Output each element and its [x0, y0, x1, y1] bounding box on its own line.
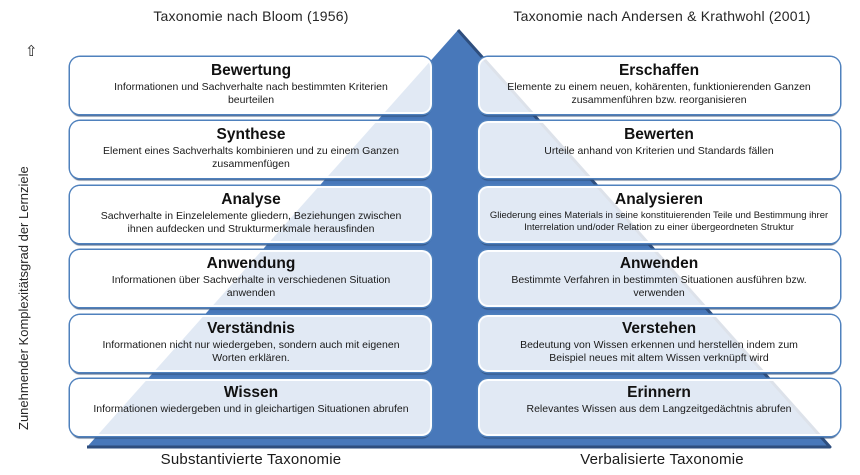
andersen-krathwohl-column: Erschaffen Elemente zu einem neuen, kohä…	[478, 0, 840, 475]
footer-verbalisierte-taxonomie: Verbalisierte Taxonomie	[580, 451, 744, 468]
bloom-column: Bewertung Informationen und Sachverhalte…	[70, 0, 432, 475]
level-box-bloom-anwendung: Anwendung Informationen über Sachverhalt…	[70, 250, 432, 307]
level-description: Gliederung eines Materials in seine kons…	[489, 210, 829, 233]
level-title: Verständnis	[207, 320, 295, 337]
level-box-ak-analysieren: Analysieren Gliederung eines Materials i…	[478, 186, 840, 243]
level-description: Urteile anhand von Kriterien und Standar…	[544, 145, 774, 158]
level-title: Verstehen	[621, 320, 697, 337]
level-box-bloom-analyse: Analyse Sachverhalte in Einzelelemente g…	[70, 186, 432, 243]
level-title: Analysieren	[615, 191, 703, 208]
up-arrow-icon: ⇧	[25, 43, 38, 60]
column-header-andersen-krathwohl: Taxonomie nach Andersen & Krathwohl (200…	[513, 8, 811, 24]
level-title: Bewertung	[210, 62, 292, 79]
level-description: Elemente zu einem neuen, kohärenten, fun…	[507, 81, 811, 107]
level-title: Wissen	[223, 384, 279, 401]
level-box-ak-bewerten: Bewerten Urteile anhand von Kriterien un…	[478, 121, 840, 178]
level-description: Informationen über Sachverhalte in versc…	[111, 274, 391, 300]
level-box-ak-erschaffen: Erschaffen Elemente zu einem neuen, kohä…	[478, 57, 840, 114]
level-title: Anwendung	[206, 255, 296, 272]
level-description: Relevantes Wissen aus dem Langzeitgedäch…	[526, 403, 792, 416]
level-description: Informationen nicht nur wiedergeben, son…	[102, 339, 400, 365]
level-description: Informationen und Sachverhalte nach best…	[114, 81, 388, 107]
level-title: Analyse	[221, 191, 281, 208]
level-title: Bewerten	[624, 126, 694, 143]
footer-substantivierte-taxonomie: Substantivierte Taxonomie	[160, 451, 342, 468]
complexity-axis-label: Zunehmender Komplexitätsgrad der Lernzie…	[16, 166, 31, 430]
level-title: Erinnern	[627, 384, 691, 401]
level-box-bloom-verstaendnis: Verständnis Informationen nicht nur wied…	[70, 315, 432, 372]
level-title: Anwenden	[619, 255, 699, 272]
level-box-ak-anwenden: Anwenden Bestimmte Verfahren in bestimmt…	[478, 250, 840, 307]
level-box-ak-verstehen: Verstehen Bedeutung von Wissen erkennen …	[478, 315, 840, 372]
level-description: Bestimmte Verfahren in bestimmten Situat…	[511, 274, 807, 300]
level-box-bloom-bewertung: Bewertung Informationen und Sachverhalte…	[70, 57, 432, 114]
level-description: Informationen wiedergeben und in gleicha…	[93, 403, 409, 416]
level-box-bloom-wissen: Wissen Informationen wiedergeben und in …	[70, 379, 432, 436]
level-description: Element eines Sachverhalts kombinieren u…	[103, 145, 399, 171]
level-description: Sachverhalte in Einzelelemente gliedern,…	[100, 210, 402, 236]
level-box-ak-erinnern: Erinnern Relevantes Wissen aus dem Langz…	[478, 379, 840, 436]
column-header-bloom: Taxonomie nach Bloom (1956)	[153, 8, 349, 24]
level-box-bloom-synthese: Synthese Element eines Sachverhalts komb…	[70, 121, 432, 178]
level-description: Bedeutung von Wissen erkennen und herste…	[520, 339, 798, 365]
level-title: Erschaffen	[618, 62, 700, 79]
level-title: Synthese	[216, 126, 286, 143]
